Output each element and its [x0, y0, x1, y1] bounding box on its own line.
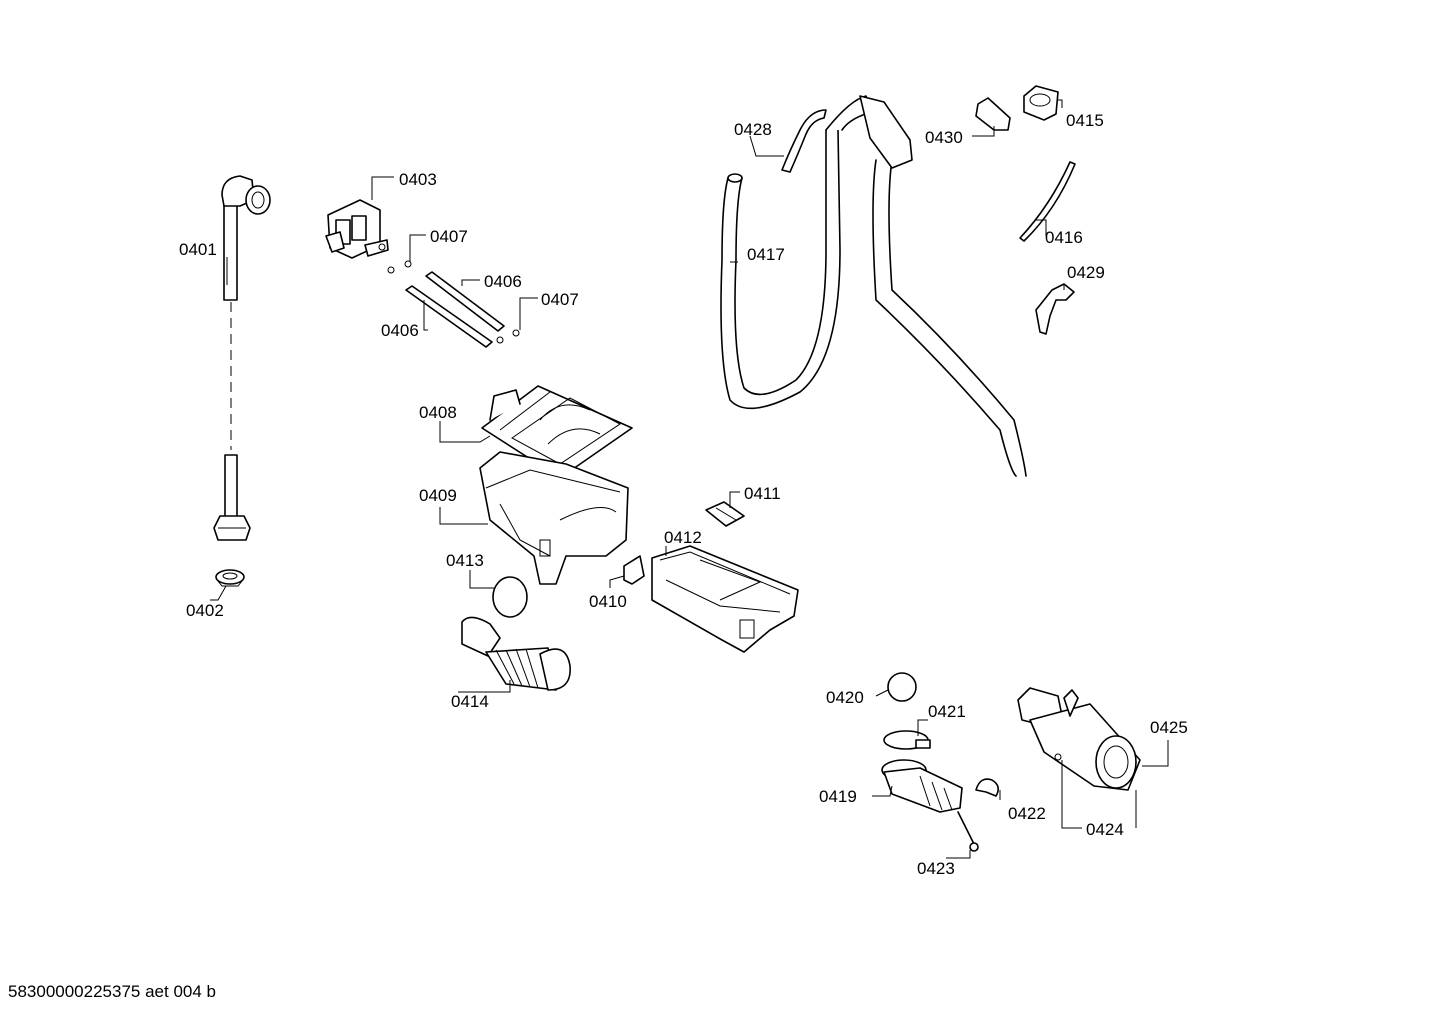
label-0403: 0403	[399, 170, 437, 189]
label-0424: 0424	[1086, 820, 1124, 839]
label-0416: 0416	[1045, 228, 1083, 247]
label-0411: 0411	[744, 484, 781, 503]
label-0428: 0428	[734, 120, 772, 139]
part-0422-clamp	[975, 778, 1000, 797]
part-labels: 0401 0402 0403 0407 0406 0407 0406 0408 …	[179, 111, 1188, 878]
part-0429-bracket	[1035, 283, 1075, 335]
part-0401-inlet-pipe	[213, 175, 271, 541]
label-0421: 0421	[928, 702, 966, 721]
part-0421-hose-clamp	[883, 730, 931, 750]
part-0414-bellows	[461, 616, 571, 691]
label-0406-bottom: 0406	[381, 321, 419, 340]
label-0415: 0415	[1066, 111, 1104, 130]
part-0419-pump-hose	[881, 759, 963, 813]
label-0402: 0402	[186, 601, 224, 620]
label-0419: 0419	[819, 787, 857, 806]
part-0428-vent-hose	[781, 109, 827, 173]
part-0424-drain-pump	[1017, 687, 1141, 791]
part-0413-seal-ring	[492, 576, 528, 618]
label-0423: 0423	[917, 859, 955, 878]
part-0415-pressure-switch	[1023, 85, 1059, 121]
part-0416-pressure-tube	[1019, 161, 1076, 242]
part-0402-strainer	[215, 569, 245, 587]
label-0409: 0409	[419, 486, 457, 505]
document-code: 58300000225375 aet 004 b	[8, 982, 216, 1001]
label-0413: 0413	[446, 551, 484, 570]
part-0417-drain-hose	[720, 95, 1027, 477]
label-0407-top: 0407	[430, 227, 468, 246]
label-0410: 0410	[589, 592, 627, 611]
part-0420-ring	[887, 672, 917, 702]
label-0425: 0425	[1150, 718, 1188, 737]
label-0408: 0408	[419, 403, 457, 422]
label-0430: 0430	[925, 128, 963, 147]
part-0403-water-valve	[325, 199, 389, 259]
label-0414: 0414	[451, 692, 489, 711]
part-0410-catch	[623, 555, 645, 585]
part-0411-lever	[705, 501, 745, 527]
leader-lines	[210, 99, 1169, 859]
part-0412-detergent-drawer	[651, 545, 799, 653]
label-0407-bottom: 0407	[541, 290, 579, 309]
part-0409-dispenser-housing	[479, 451, 629, 585]
label-0422: 0422	[1008, 804, 1046, 823]
label-0406-top: 0406	[484, 272, 522, 291]
part-0406-hoses	[405, 271, 505, 348]
label-0420: 0420	[826, 688, 864, 707]
label-0417: 0417	[747, 245, 785, 264]
label-0429: 0429	[1067, 263, 1105, 282]
label-0412: 0412	[664, 528, 702, 547]
part-0407-clamps	[387, 260, 520, 344]
part-0408-dispenser-top	[481, 385, 633, 479]
part-0423-screw	[957, 811, 979, 852]
label-0401: 0401	[179, 240, 217, 259]
part-0430-clip	[975, 97, 1011, 131]
